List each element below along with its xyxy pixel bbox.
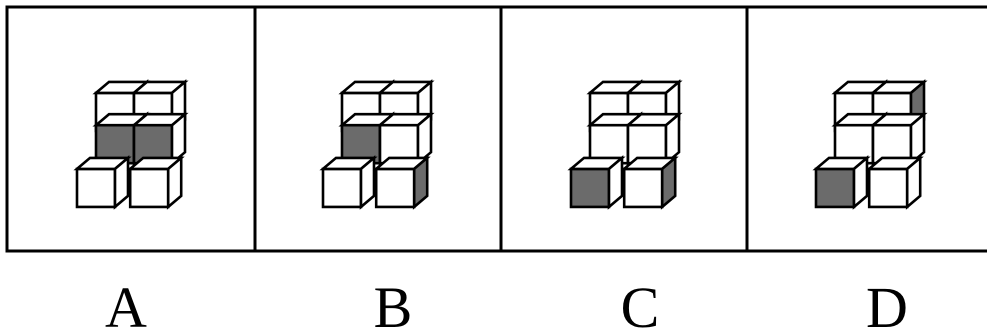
cube-front-face: [374, 167, 416, 209]
cube: [319, 155, 378, 210]
cube: [869, 111, 928, 167]
option-labels: A B C D: [105, 275, 908, 333]
cube: [376, 111, 435, 167]
cube-front-face: [622, 167, 664, 209]
cube-stack-b: [319, 79, 435, 210]
cube-side-face: [412, 155, 429, 210]
cube: [567, 155, 626, 210]
cube-front-face: [814, 167, 856, 209]
cube: [372, 155, 431, 210]
cube-stack-d: [812, 79, 928, 210]
cube-side-face: [166, 155, 183, 210]
cube-stack-a: [73, 79, 189, 210]
cube-side-face: [852, 155, 869, 210]
cube: [812, 155, 871, 210]
cube-side-face: [359, 155, 376, 210]
cube: [620, 155, 679, 210]
cube: [624, 111, 683, 167]
cube: [130, 111, 189, 167]
cube-side-face: [660, 155, 677, 210]
cube-side-face: [416, 111, 433, 167]
cube: [73, 155, 132, 210]
cube: [865, 155, 924, 210]
cube-side-face: [905, 155, 922, 210]
cube-side-face: [909, 111, 926, 167]
cube-front-face: [75, 167, 117, 209]
cube-side-face: [170, 111, 187, 167]
panel-frame: [5, 5, 987, 253]
cube-stack-c: [567, 79, 683, 210]
cube-side-face: [607, 155, 624, 210]
cube-front-face: [128, 167, 170, 209]
option-label-c[interactable]: C: [621, 275, 660, 333]
option-label-d[interactable]: D: [866, 275, 908, 333]
cube-front-face: [867, 167, 909, 209]
cube-front-face: [569, 167, 611, 209]
cube-side-face: [664, 111, 681, 167]
cube-side-face: [113, 155, 130, 210]
cube-front-face: [321, 167, 363, 209]
cube: [126, 155, 185, 210]
option-label-a[interactable]: A: [105, 275, 147, 333]
option-label-b[interactable]: B: [374, 275, 413, 333]
